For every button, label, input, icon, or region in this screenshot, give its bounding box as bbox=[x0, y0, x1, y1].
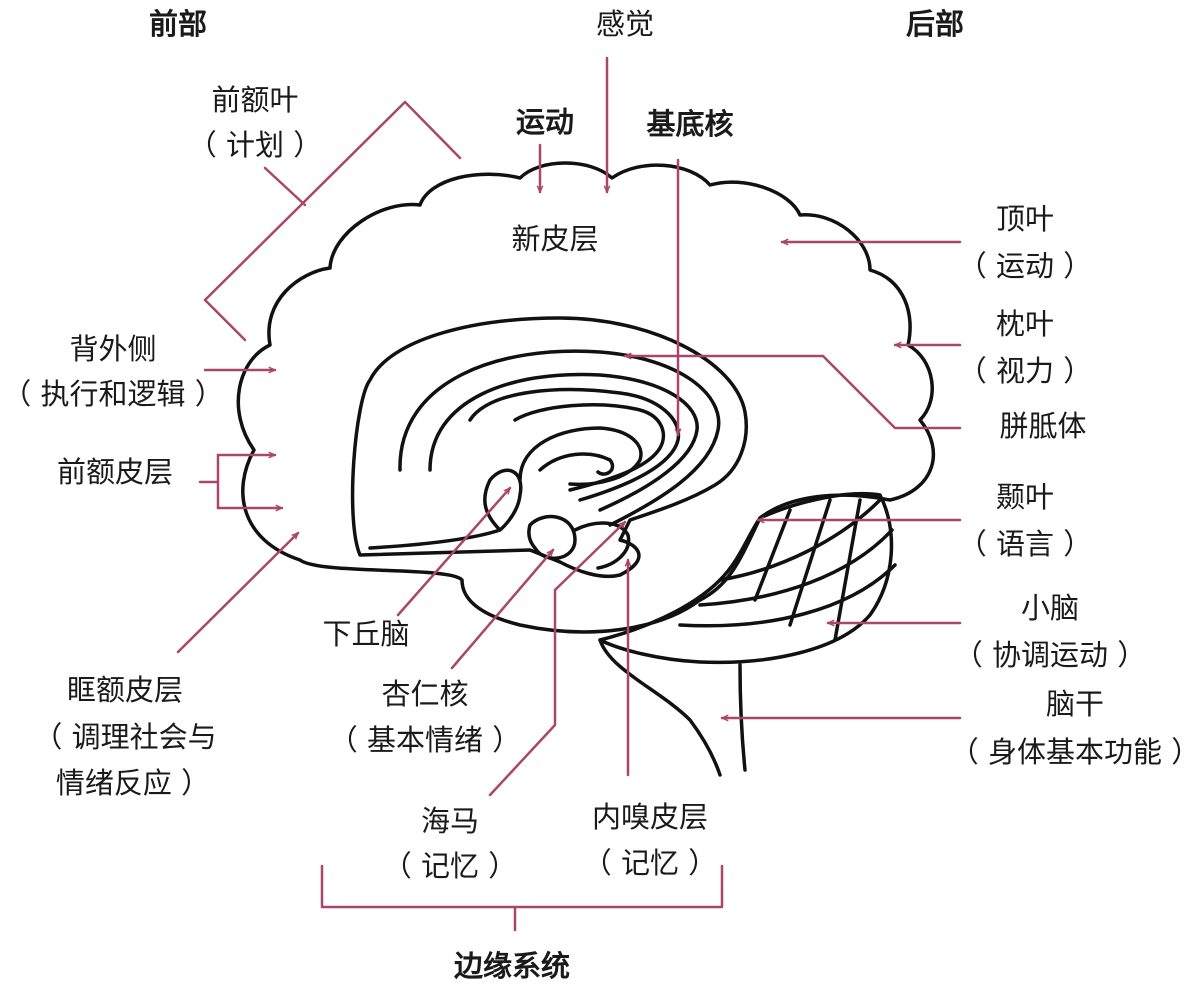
fornix-arc-1 bbox=[398, 349, 721, 527]
fornix-arc-3 bbox=[468, 387, 681, 502]
temporal-name: 颞叶 bbox=[995, 480, 1055, 514]
hippocampus-role: （ 记忆 ） bbox=[382, 849, 518, 883]
orbitofrontal-role-2: 情绪反应 ） bbox=[55, 766, 211, 800]
fornix-arc-5 bbox=[518, 426, 643, 487]
corpus-callosum-outline bbox=[350, 316, 748, 579]
hippocampus-shape bbox=[573, 521, 631, 570]
brainstem-name: 脑干 bbox=[1045, 687, 1105, 721]
dorsolateral-name: 背外侧 bbox=[69, 332, 157, 366]
parietal-role: （ 运动 ） bbox=[957, 249, 1093, 283]
thalamus-curve bbox=[538, 452, 615, 476]
parietal-name: 顶叶 bbox=[995, 202, 1055, 236]
basal-ganglia-label: 基底核 bbox=[646, 107, 734, 141]
occipital-name: 枕叶 bbox=[995, 307, 1055, 341]
orbitofrontal-name: 眶额皮层 bbox=[66, 673, 184, 707]
back-label: 后部 bbox=[905, 7, 965, 41]
cerebellum-fold-1 bbox=[718, 498, 882, 582]
cerebellum-fold-3 bbox=[678, 563, 897, 628]
cerebellum-fold-6 bbox=[833, 498, 862, 642]
prefrontal-bracket bbox=[203, 100, 462, 302]
orbitofrontal-role-1: （ 调理社会与 bbox=[33, 720, 217, 754]
fornix-arc-2 bbox=[428, 372, 699, 512]
prefrontal-cortex-label: 前额皮层 bbox=[56, 455, 174, 489]
limbic-system-label: 边缘系统 bbox=[453, 949, 571, 983]
cerebellum-name: 小脑 bbox=[1020, 591, 1080, 625]
brainstem-outline-2 bbox=[738, 663, 747, 772]
amygdala-name: 杏仁核 bbox=[381, 677, 469, 711]
amygdala-role: （ 基本情绪 ） bbox=[328, 723, 522, 757]
occipital-role: （ 视力 ） bbox=[957, 354, 1093, 388]
brainstem-outline bbox=[598, 638, 722, 777]
temporal-role: （ 语言 ） bbox=[957, 527, 1093, 561]
hypothalamus-label: 下丘脑 bbox=[322, 617, 410, 651]
dorsolateral-role: （ 执行和逻辑 ） bbox=[2, 377, 224, 411]
hypothalamus-shape bbox=[368, 468, 523, 550]
sense-label: 感觉 bbox=[595, 7, 655, 41]
motor-label: 运动 bbox=[515, 105, 575, 139]
entorhinal-name: 内嗅皮层 bbox=[591, 800, 709, 834]
amygdala-shape bbox=[527, 514, 577, 560]
pointer-lines bbox=[176, 56, 962, 932]
hippocampus-name: 海马 bbox=[420, 804, 480, 838]
cerebellum-fold-2 bbox=[698, 528, 894, 607]
prefrontal-lobe-role: （ 计划 ） bbox=[187, 128, 323, 162]
cerebellum-role: （ 协调运动 ） bbox=[953, 638, 1147, 672]
corpus-callosum-label: 胼胝体 bbox=[999, 409, 1087, 443]
limbic-bracket bbox=[320, 864, 724, 932]
neocortex-label: 新皮层 bbox=[511, 222, 599, 256]
cerebellum-outline bbox=[598, 491, 894, 665]
prefrontal-lobe-name: 前额叶 bbox=[211, 83, 299, 117]
cerebellum-fold-4 bbox=[753, 508, 792, 602]
brainstem-role: （ 身体基本功能 ） bbox=[949, 735, 1200, 769]
entorhinal-role: （ 记忆 ） bbox=[582, 846, 718, 880]
front-label: 前部 bbox=[148, 7, 208, 41]
